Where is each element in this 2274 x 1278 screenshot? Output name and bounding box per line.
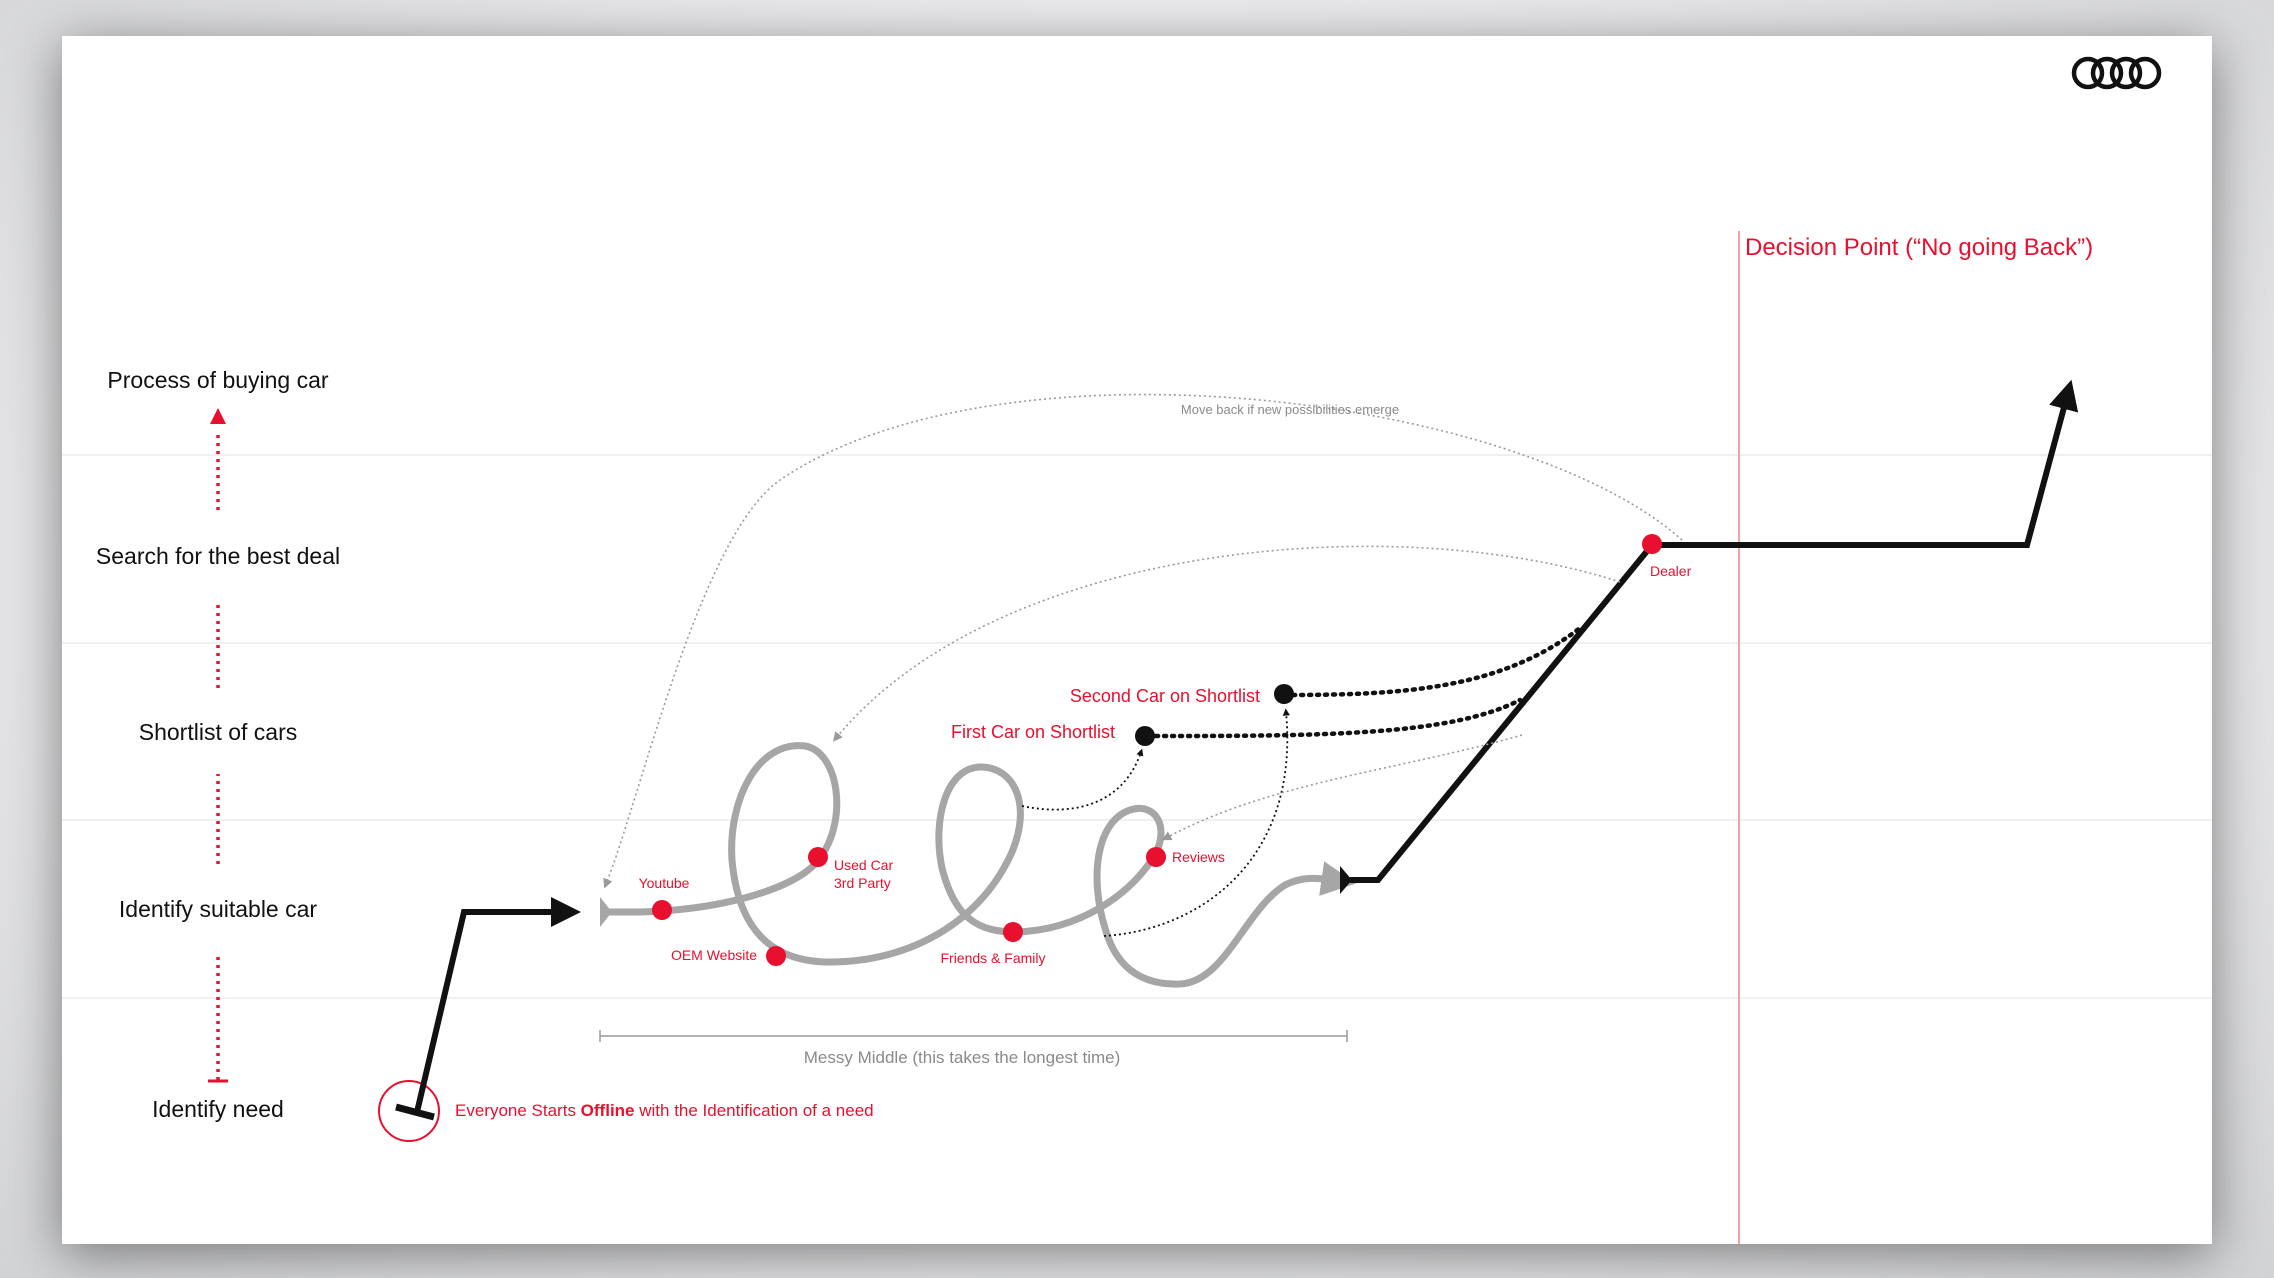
start-circle	[378, 1080, 440, 1142]
touchpoint-to-second-arrow	[1103, 708, 1290, 937]
move-back-note: Move back if new possibilities emerge	[1181, 402, 1399, 417]
touchpoint-dealer-label: Dealer	[1650, 563, 1692, 579]
touchpoint-to-first-arrow	[1021, 748, 1144, 811]
stage-label-process-of-buying-car: Process of buying car	[107, 367, 329, 393]
stage-label-identify-suitable-car: Identify suitable car	[119, 896, 318, 922]
second-shortlist-dot	[1274, 684, 1294, 704]
touchpoint-used-car-label: Used Car	[834, 857, 893, 873]
stage-label-search-best-deal: Search for the best deal	[96, 543, 340, 569]
second-shortlist-label: Second Car on Shortlist	[1070, 686, 1260, 706]
touchpoint-youtube-label: Youtube	[639, 875, 690, 891]
decision-point-label: Decision Point (“No going Back”)	[1745, 234, 2093, 261]
touchpoint-youtube-dot	[652, 900, 672, 920]
audi-rings-icon	[2071, 56, 2162, 90]
messy-middle-label: Messy Middle (this takes the longest tim…	[804, 1048, 1121, 1067]
messy-middle-bracket	[599, 1030, 1348, 1042]
loop-end-notch-icon	[1340, 866, 1352, 894]
touchpoint-used-car-label-2: 3rd Party	[834, 875, 891, 891]
start-bar-icon	[395, 1103, 435, 1121]
touchpoint-oem-website-dot	[766, 946, 786, 966]
stage-arrow-up-icon	[210, 408, 226, 424]
shortlist-first-connector	[1145, 697, 1523, 739]
shortlist-second-connector	[1282, 625, 1583, 698]
touchpoint-reviews-label: Reviews	[1172, 849, 1225, 865]
row-separators	[62, 454, 2212, 999]
start-note: Everyone Starts Offline with the Identif…	[455, 1101, 874, 1120]
stage-label-shortlist: Shortlist of cars	[139, 719, 298, 745]
move-back-arrow-outer	[603, 393, 1683, 889]
touchpoint-friends-family-dot	[1003, 922, 1023, 942]
touchpoint-dealer-dot	[1642, 534, 1662, 554]
messy-middle-path	[604, 742, 1357, 988]
first-shortlist-label: First Car on Shortlist	[951, 722, 1115, 742]
slide	[62, 36, 2212, 1244]
touchpoint-used-car-dot	[808, 847, 828, 867]
touchpoint-friends-family-label: Friends & Family	[940, 950, 1045, 966]
first-shortlist-dot	[1135, 726, 1155, 746]
touchpoint-reviews-dot	[1146, 847, 1166, 867]
journey-start-path	[414, 897, 581, 1113]
stage-label-identify-need: Identify need	[152, 1096, 284, 1122]
journey-end-path	[1350, 379, 2079, 883]
touchpoint-oem-website-label: OEM Website	[671, 947, 757, 963]
move-back-arrow-inner	[832, 545, 1621, 742]
move-back-arrow-reviews	[1161, 734, 1523, 841]
